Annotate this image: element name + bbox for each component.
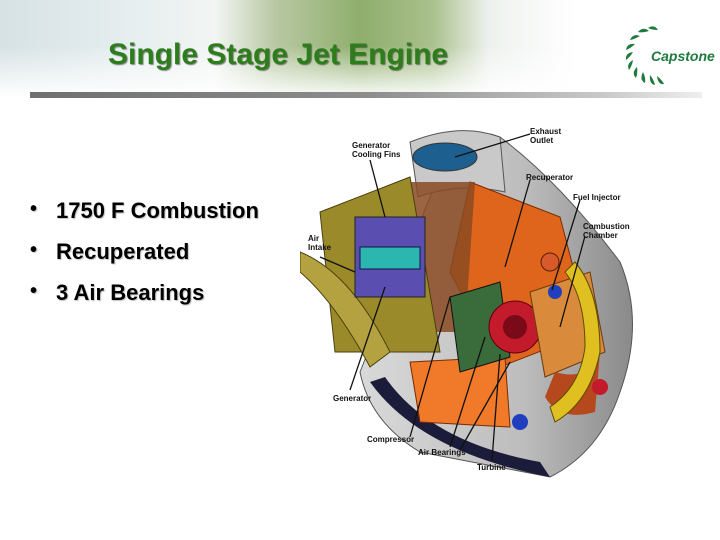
- logo-text: Capstone: [651, 48, 715, 64]
- label-line: Outlet: [530, 136, 561, 145]
- label-air-intake: Air Intake: [308, 234, 331, 252]
- bullet-text: 3 Air Bearings: [56, 280, 204, 305]
- label-combustion-chamber: Combustion Chamber: [583, 222, 630, 240]
- label-line: Intake: [308, 243, 331, 252]
- label-air-bearings: Air Bearings: [418, 448, 466, 457]
- label-recuperator: Recuperator: [526, 173, 573, 182]
- bullet-dot: •: [30, 239, 37, 262]
- label-turbine: Turbine: [477, 463, 506, 472]
- bullet-item: • Recuperated: [30, 239, 259, 280]
- label-compressor: Compressor: [367, 435, 414, 444]
- slide-title: Single Stage Jet Engine: [108, 38, 448, 72]
- label-line: Chamber: [583, 231, 630, 240]
- title-divider: [30, 92, 702, 98]
- bullet-text: 1750 F Combustion: [56, 198, 259, 223]
- label-fuel-injector: Fuel Injector: [573, 193, 621, 202]
- bullet-item: • 3 Air Bearings: [30, 280, 259, 321]
- label-line: Air: [308, 234, 331, 243]
- label-line: Cooling Fins: [352, 150, 400, 159]
- bullet-dot: •: [30, 198, 37, 221]
- bullet-text: Recuperated: [56, 239, 189, 264]
- engine-cutaway-diagram: [300, 122, 650, 482]
- label-line: Combustion: [583, 222, 630, 231]
- label-exhaust-outlet: Exhaust Outlet: [530, 127, 561, 145]
- bullet-dot: •: [30, 280, 37, 303]
- bullet-list: • 1750 F Combustion • Recuperated • 3 Air B…: [30, 198, 259, 321]
- bullet-item: • 1750 F Combustion: [30, 198, 259, 239]
- label-line: Generator: [352, 141, 400, 150]
- label-line: Exhaust: [530, 127, 561, 136]
- label-generator-cooling-fins: Generator Cooling Fins: [352, 141, 400, 159]
- label-generator: Generator: [333, 394, 371, 403]
